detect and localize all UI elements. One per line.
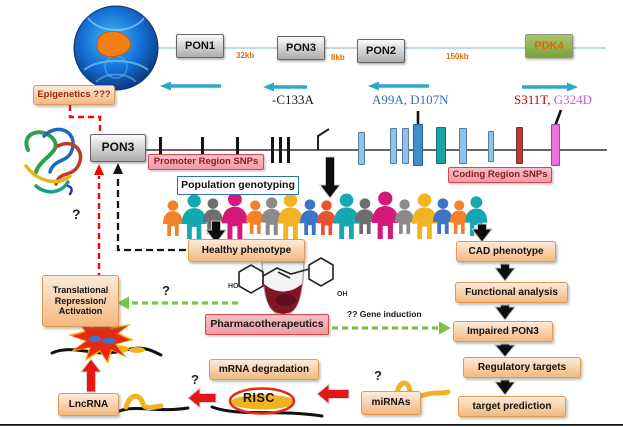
gene-box-pon2: PON2 <box>357 39 405 63</box>
translational-line3: Activation <box>58 306 103 317</box>
exon-block <box>516 127 523 164</box>
person-icon <box>352 198 378 234</box>
risc-label: RISC <box>243 391 275 405</box>
impaired-pon3-box: Impaired PON3 <box>453 321 553 342</box>
question-mark-translational: ? <box>162 283 170 298</box>
exon-block <box>390 128 397 164</box>
arrow-tss-to-crowd <box>318 156 342 199</box>
promoter-snp-tick <box>271 137 274 163</box>
arrow-impaired-regulatory <box>493 343 517 358</box>
variant-label-pdk4: S311T, G324D <box>514 92 592 108</box>
question-mark-mirna: ? <box>374 368 382 383</box>
person-icon <box>330 193 363 239</box>
coding-region-snps-label: Coding Region SNPs <box>448 167 552 183</box>
red-dash-arrowhead <box>94 164 104 175</box>
person-icon <box>258 197 285 235</box>
person-icon <box>430 198 456 234</box>
functional-analysis-box: Functional analysis <box>455 282 568 303</box>
person-icon <box>368 191 403 239</box>
arrow-regulatory-target <box>493 379 517 396</box>
person-icon <box>408 193 441 239</box>
mirnas-box: miRNAs <box>361 391 421 415</box>
person-icon <box>392 199 417 234</box>
person-icon <box>243 200 268 234</box>
tss-mark <box>317 128 330 150</box>
exon-block <box>551 124 560 166</box>
lncrna-target-icon <box>115 393 190 414</box>
distance-label-150kb: 150kb <box>446 52 469 61</box>
green-dash-right-arrowhead <box>439 321 451 335</box>
protein-structure-icon <box>24 127 83 196</box>
arrow-functional-impaired <box>493 304 517 321</box>
pon3-gene-box: PON3 <box>90 134 146 162</box>
translational-line2: Repression/ <box>54 295 107 306</box>
target-prediction-box: target prediction <box>458 396 566 417</box>
gene-box-pdk4: PDK4 <box>525 34 573 58</box>
cad-phenotype-box: CAD phenotype <box>456 241 556 262</box>
ho-label: HO <box>228 283 239 290</box>
person-icon <box>274 193 307 239</box>
population-genotyping-box: Population genotyping <box>177 176 299 195</box>
epigenetics-dash <box>68 105 102 131</box>
epigenetics-box: Epigenetics ??? <box>33 85 115 105</box>
distance-label-32kb: 32kb <box>236 51 255 60</box>
healthy-phenotype-box: Healthy phenotype <box>188 239 305 262</box>
gene-box-pon1: PON1 <box>176 34 224 58</box>
translational-line1: Translational <box>52 285 109 296</box>
person-icon <box>297 199 323 235</box>
promoter-snp-tick <box>287 137 290 163</box>
person-icon <box>447 200 472 234</box>
gene-box-pon3: PON3 <box>277 36 325 60</box>
person-icon <box>218 192 252 239</box>
resveratrol-structure <box>238 257 334 294</box>
lncrna-box: LncRNA <box>58 393 119 416</box>
arrow-mirna-to-risc <box>316 382 350 406</box>
gene-induction-label: ?? Gene induction <box>347 309 422 319</box>
exon-block <box>402 128 409 164</box>
arrow-cad-functional <box>493 263 517 282</box>
variant-s311t: S311T, <box>514 92 551 107</box>
pharmacotherapeutics-box: Pharmacotherapeutics <box>205 314 329 335</box>
black-dash-arrowhead <box>113 163 123 174</box>
person-icon <box>178 194 210 239</box>
variant-g324d: G324D <box>550 92 593 107</box>
person-icon <box>314 200 339 235</box>
teal-arrows <box>160 81 578 92</box>
variant-label-pon2: A99A, D107N <box>372 92 449 107</box>
exon-block <box>358 132 365 165</box>
question-mark-mrna: ? <box>191 372 199 387</box>
exon-block <box>413 124 423 166</box>
promoter-region-snps-label: Promoter Region SNPs <box>148 154 264 170</box>
exon-block <box>436 127 446 164</box>
question-mark-pon3: ? <box>72 206 81 222</box>
regulatory-targets-box: Regulatory targets <box>463 357 581 378</box>
translational-repression-box: Translational Repression/ Activation <box>42 275 119 327</box>
promoter-snp-tick <box>279 137 282 163</box>
oh-label: OH <box>337 291 348 298</box>
exon-block <box>459 128 467 164</box>
arrow-lncrna-up <box>79 358 103 393</box>
variant-label-pon3: -C133A <box>272 92 314 107</box>
liver-icon <box>96 30 131 58</box>
wine-glass-icon <box>238 257 334 317</box>
distance-label-8kb: 8kb <box>331 53 345 62</box>
mrna-degradation-box: mRNA degradation <box>209 359 319 380</box>
liver-body-illustration <box>73 5 159 91</box>
exon-block <box>488 131 494 162</box>
arrow-left-to-lncrna <box>187 386 217 410</box>
person-icon <box>462 196 491 236</box>
